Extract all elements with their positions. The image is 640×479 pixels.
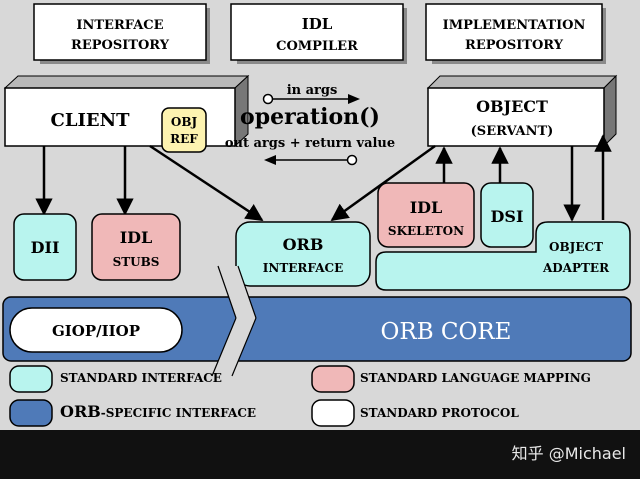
idl-stubs-label-2: STUBS bbox=[113, 255, 160, 269]
implementation-repository-box: IMPLEMENTATION REPOSITORY bbox=[425, 3, 606, 64]
servant-label: (SERVANT) bbox=[471, 124, 554, 139]
idl-skeleton-box: IDL SKELETON bbox=[377, 182, 475, 248]
legend-orb-specific-interface: ORB-SPECIFIC INTERFACE bbox=[9, 399, 256, 427]
legend: STANDARD INTERFACE STANDARD LANGUAGE MAP… bbox=[9, 365, 591, 427]
dii-box: DII bbox=[13, 213, 77, 281]
idl-compiler-box: IDL COMPILER bbox=[230, 3, 407, 64]
legend-standard-interface: STANDARD INTERFACE bbox=[9, 365, 222, 393]
legend-standard-language-mapping-label: STANDARD LANGUAGE MAPPING bbox=[360, 371, 591, 385]
object-adapter-label-1: OBJECT bbox=[549, 240, 603, 254]
implementation-repository-label-2: REPOSITORY bbox=[465, 38, 564, 53]
interface-repository-label-2: REPOSITORY bbox=[71, 38, 170, 53]
idl-compiler-label-2: COMPILER bbox=[276, 39, 358, 54]
giop-iiop-box: GIOP/IIOP bbox=[9, 307, 183, 353]
out-args-label: out args + return value bbox=[225, 136, 395, 151]
obj-ref-box: OBJ REF bbox=[161, 107, 207, 153]
dsi-label: DSI bbox=[491, 207, 524, 226]
giop-iiop-label: GIOP/IIOP bbox=[52, 322, 140, 340]
interface-repository-label-1: INTERFACE bbox=[76, 18, 163, 33]
idl-skeleton-label-1: IDL bbox=[410, 198, 443, 217]
watermark-bar: 知乎 @Michael bbox=[0, 430, 640, 479]
legend-orb-prefix: ORB bbox=[60, 402, 101, 421]
operation-call: in args operation() out args + return va… bbox=[225, 83, 395, 166]
dii-label: DII bbox=[31, 238, 60, 257]
watermark-text: 知乎 @Michael bbox=[512, 444, 626, 463]
orb-interface-box: ORB INTERFACE bbox=[235, 221, 371, 287]
legend-standard-protocol: STANDARD PROTOCOL bbox=[311, 399, 519, 427]
dsi-box: DSI bbox=[480, 182, 534, 248]
implementation-repository-label-1: IMPLEMENTATION bbox=[443, 18, 586, 33]
legend-standard-protocol-label: STANDARD PROTOCOL bbox=[360, 406, 519, 420]
legend-standard-language-mapping: STANDARD LANGUAGE MAPPING bbox=[311, 365, 591, 393]
object-label: OBJECT bbox=[476, 97, 548, 116]
orb-interface-label-1: ORB bbox=[283, 235, 324, 254]
orb-interface-label-2: INTERFACE bbox=[263, 261, 343, 275]
legend-standard-interface-label: STANDARD INTERFACE bbox=[60, 371, 222, 385]
client-label: CLIENT bbox=[51, 110, 131, 131]
legend-orb-specific-label: ORB-SPECIFIC INTERFACE bbox=[60, 402, 256, 421]
orb-core-label: ORB CORE bbox=[381, 319, 512, 345]
in-args-label: in args bbox=[287, 83, 338, 98]
idl-stubs-box: IDL STUBS bbox=[91, 213, 181, 281]
object-adapter-box: OBJECT ADAPTER bbox=[375, 221, 631, 291]
idl-skeleton-label-2: SKELETON bbox=[388, 224, 464, 238]
idl-stubs-label-1: IDL bbox=[120, 228, 153, 247]
object-servant-box: OBJECT (SERVANT) bbox=[426, 74, 618, 148]
client-box: CLIENT bbox=[3, 74, 250, 148]
obj-ref-label-1: OBJ bbox=[171, 115, 198, 129]
operation-label: operation() bbox=[240, 104, 380, 130]
object-adapter-label-2: ADAPTER bbox=[542, 261, 610, 275]
legend-orb-suffix: -SPECIFIC INTERFACE bbox=[101, 406, 256, 420]
obj-ref-label-2: REF bbox=[170, 132, 198, 146]
idl-compiler-label-1: IDL bbox=[302, 15, 333, 33]
interface-repository-box: INTERFACE REPOSITORY bbox=[33, 3, 210, 64]
connector-arrows bbox=[35, 134, 612, 222]
